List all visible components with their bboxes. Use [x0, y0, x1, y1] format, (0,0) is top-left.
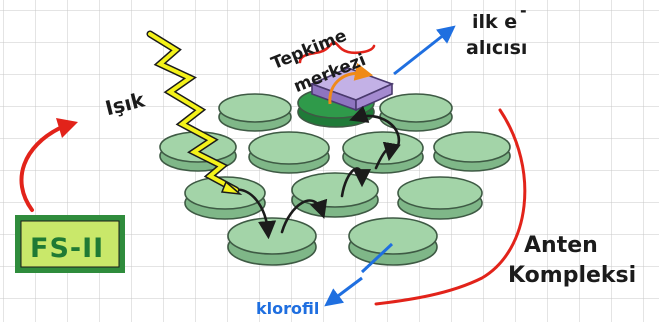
electron-acceptor-label-line2: alıcısı [466, 37, 527, 59]
reaction-center-brace [298, 40, 376, 64]
antenna-label-line2: Kompleksi [508, 263, 636, 288]
curved-arrow-head [56, 118, 78, 138]
curved-arrow [19, 126, 62, 212]
transfer-arrow [280, 198, 328, 234]
light-ray-icon [146, 30, 243, 196]
primary-electron-acceptor [309, 67, 395, 112]
chlorophyll-pointer-arrow [324, 276, 363, 307]
antenna-label-line1: Anten [524, 233, 598, 258]
chlorophyll-disk-labeled [348, 217, 438, 266]
acceptor-pointer-arrow [393, 25, 456, 76]
chlorophyll-disk [379, 93, 453, 132]
chlorophyll-disk [433, 131, 511, 172]
chlorophyll-disk [227, 217, 317, 266]
chlorophyll-label: klorofil [256, 299, 319, 318]
chlorophyll-disk [291, 172, 379, 218]
electron-acceptor-label-line1: ilk e [472, 11, 517, 33]
transfer-arrow [349, 105, 401, 148]
photosystem-label: FS-II [30, 233, 104, 264]
photosystem-label-box [15, 215, 125, 273]
electron-transfer-arrow [328, 63, 374, 105]
chlorophyll-disk [218, 93, 292, 132]
antenna-brace [374, 108, 527, 306]
electron-acceptor-superscript: - [520, 1, 527, 20]
chlorophyll-disk [397, 176, 483, 220]
chlorophyll-pointer-line [360, 242, 394, 274]
transfer-arrow [340, 167, 372, 198]
chlorophyll-disk [248, 131, 330, 174]
transfer-arrow [374, 141, 401, 170]
